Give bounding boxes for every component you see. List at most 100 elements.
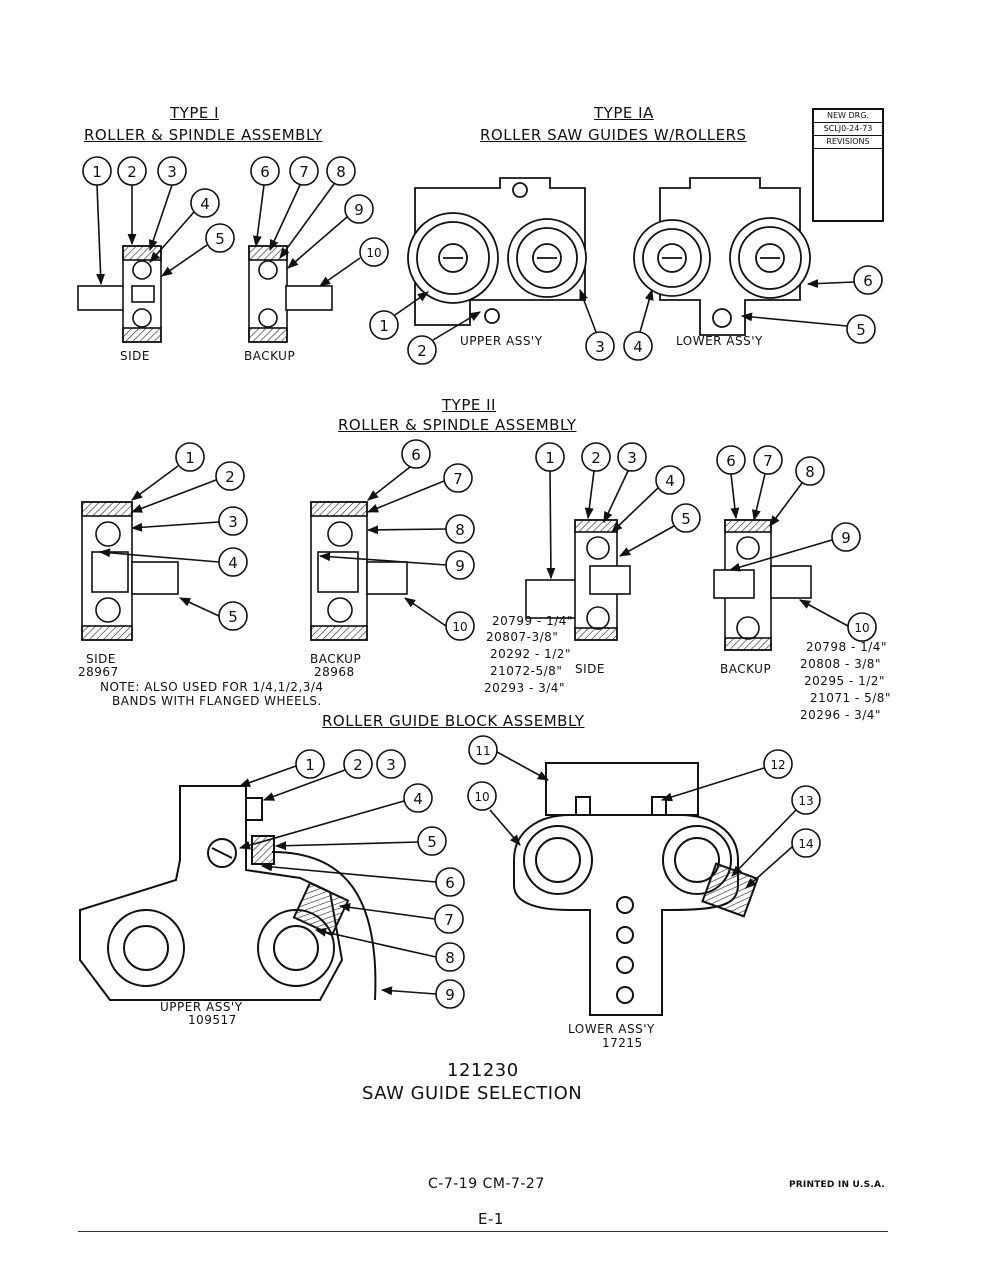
- type1-backup-label: BACKUP: [244, 349, 296, 363]
- svg-text:6: 6: [411, 446, 421, 464]
- block-upper-label: UPPER ASS'Y: [160, 1000, 243, 1014]
- type1a-upper-label: UPPER ASS'Y: [460, 334, 543, 348]
- revision-date: SCLJ0-24-73: [814, 123, 882, 136]
- svg-text:7: 7: [299, 163, 309, 181]
- type1-leaders: [96, 183, 361, 287]
- type1a-lower-label: LOWER ASS'Y: [676, 334, 763, 348]
- type2-side-part-2: 20807-3/8": [486, 630, 559, 644]
- svg-text:8: 8: [445, 949, 455, 967]
- type2-leaders: [98, 465, 849, 627]
- svg-text:6: 6: [863, 272, 873, 290]
- type1a-subtitle: ROLLER SAW GUIDES W/ROLLERS: [480, 126, 747, 144]
- type2-side-part-3: 20292 - 1/2": [490, 647, 571, 661]
- type2-backup-small-assembly: [713, 519, 812, 651]
- svg-text:8: 8: [455, 521, 465, 539]
- svg-text:3: 3: [167, 163, 177, 181]
- type1a-title: TYPE IA: [594, 104, 654, 122]
- drawing-code: C-7-19 CM-7-27: [428, 1176, 545, 1192]
- type2-backup-part-4: 21071 - 5/8": [810, 691, 891, 705]
- revision-new-drawing: NEW DRG.: [814, 110, 882, 123]
- svg-text:5: 5: [427, 833, 437, 851]
- drawing-part-number: 121230: [447, 1060, 519, 1081]
- svg-text:2: 2: [127, 163, 137, 181]
- drawing-caption: SAW GUIDE SELECTION: [362, 1083, 583, 1104]
- type2-callouts: 1 2 3 4 5 6 7 8 9 10 1 2 3 4 5 6 7 8 9 1…: [175, 439, 877, 642]
- type2-backup-assembly: [310, 501, 408, 641]
- lower-guide-block: [513, 762, 759, 1016]
- block-title: ROLLER GUIDE BLOCK ASSEMBLY: [322, 712, 585, 730]
- svg-text:1: 1: [379, 317, 389, 335]
- svg-text:2: 2: [417, 342, 427, 360]
- type2-side2-label: SIDE: [575, 662, 605, 676]
- type2-side-assembly: [81, 501, 179, 641]
- type1-title: TYPE I: [170, 104, 220, 122]
- svg-text:13: 13: [798, 794, 813, 808]
- type1-side-label: SIDE: [120, 349, 150, 363]
- svg-text:3: 3: [386, 756, 396, 774]
- svg-text:5: 5: [681, 510, 691, 528]
- svg-text:2: 2: [353, 756, 363, 774]
- block-leaders: [238, 751, 797, 996]
- block-lower-part: 17215: [602, 1036, 643, 1050]
- type2-title: TYPE II: [442, 396, 496, 414]
- type2-side-part-4: 21072-5/8": [490, 664, 563, 678]
- type1a-leaders: [394, 279, 855, 341]
- revisions-block: NEW DRG. SCLJ0-24-73 REVISIONS: [812, 108, 884, 222]
- type1a-callouts: 1 2 3 4 5 6: [369, 265, 883, 365]
- type2-backup-part-2: 20808 - 3/8": [800, 657, 881, 671]
- upper-guide-block: [79, 785, 377, 1001]
- svg-text:9: 9: [354, 201, 364, 219]
- svg-text:3: 3: [228, 513, 238, 531]
- printed-in-usa: PRINTED IN U.S.A.: [789, 1180, 885, 1190]
- svg-text:1: 1: [185, 449, 195, 467]
- svg-text:4: 4: [413, 790, 423, 808]
- type2-backup-label: BACKUP: [310, 652, 362, 666]
- type2-backup-part: 28968: [314, 665, 355, 679]
- block-callouts: 1 2 3 4 5 6 7 8 9 10 11 12 13 14: [295, 735, 821, 1009]
- svg-text:7: 7: [453, 470, 463, 488]
- type2-backup-part-1: 20798 - 1/4": [806, 640, 887, 654]
- svg-text:6: 6: [726, 452, 736, 470]
- svg-text:9: 9: [455, 557, 465, 575]
- type2-backup2-label: BACKUP: [720, 662, 772, 676]
- type2-side-small-assembly: [525, 519, 631, 641]
- type2-note-line2: BANDS WITH FLANGED WHEELS.: [112, 694, 322, 708]
- svg-text:4: 4: [200, 195, 210, 213]
- type2-side-label: SIDE: [86, 652, 116, 666]
- svg-text:4: 4: [665, 472, 675, 490]
- type2-backup-part-3: 20295 - 1/2": [804, 674, 885, 688]
- svg-text:1: 1: [545, 449, 555, 467]
- svg-text:12: 12: [770, 758, 785, 772]
- type1a-upper-block: [407, 177, 587, 326]
- svg-text:6: 6: [445, 874, 455, 892]
- type2-subtitle: ROLLER & SPINDLE ASSEMBLY: [338, 416, 577, 434]
- svg-text:4: 4: [633, 338, 643, 356]
- svg-text:8: 8: [805, 463, 815, 481]
- svg-text:5: 5: [215, 230, 225, 248]
- svg-text:10: 10: [854, 621, 869, 635]
- svg-text:10: 10: [474, 790, 489, 804]
- svg-text:6: 6: [260, 163, 270, 181]
- svg-text:1: 1: [92, 163, 102, 181]
- svg-text:9: 9: [841, 529, 851, 547]
- type1-callouts: 1 2 3 4 5 6 7 8 9 10: [82, 156, 389, 267]
- block-upper-part: 109517: [188, 1013, 237, 1027]
- svg-text:7: 7: [444, 911, 454, 929]
- type1-side-assembly: [77, 245, 162, 343]
- svg-text:5: 5: [228, 608, 238, 626]
- page-number: E-1: [478, 1210, 504, 1228]
- svg-text:8: 8: [336, 163, 346, 181]
- svg-text:1: 1: [305, 756, 315, 774]
- svg-text:2: 2: [225, 468, 235, 486]
- block-lower-label: LOWER ASS'Y: [568, 1022, 655, 1036]
- svg-text:3: 3: [595, 338, 605, 356]
- type1-subtitle: ROLLER & SPINDLE ASSEMBLY: [84, 126, 323, 144]
- svg-text:3: 3: [627, 449, 637, 467]
- svg-text:5: 5: [856, 321, 866, 339]
- type1a-lower-block: [633, 177, 811, 336]
- type2-side-part-1: 20799 - 1/4": [492, 614, 573, 628]
- svg-text:2: 2: [591, 449, 601, 467]
- type1-backup-assembly: [248, 245, 333, 343]
- svg-text:7: 7: [763, 452, 773, 470]
